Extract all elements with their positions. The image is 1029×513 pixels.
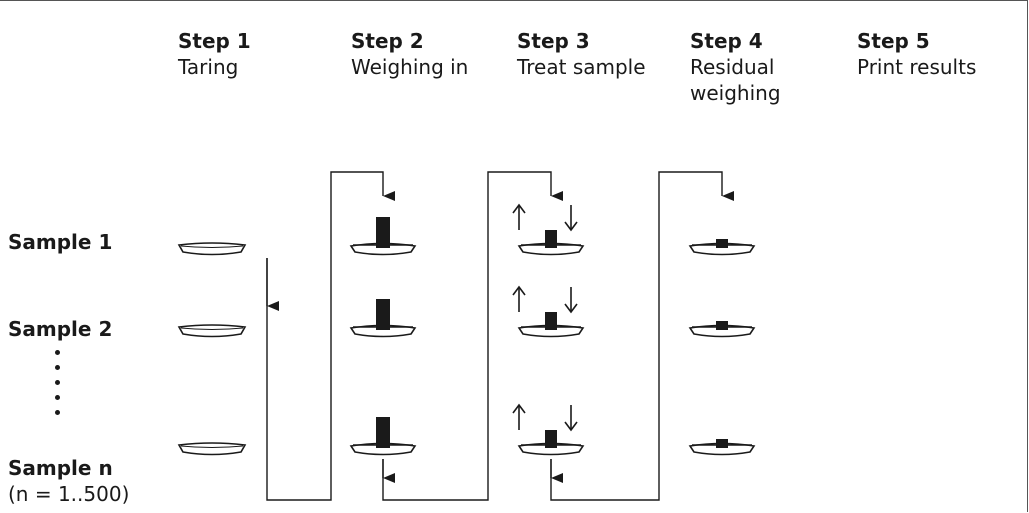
sample-2-label: Sample 2 — [8, 317, 113, 341]
step-2-number: Step 2 — [351, 29, 424, 53]
sample-n-label: Sample n — [8, 456, 113, 480]
step-3-pans — [512, 203, 584, 456]
sample-1-label: Sample 1 — [8, 230, 113, 254]
treat-sample-pan-icon — [512, 285, 584, 338]
step-5-number: Step 5 — [857, 29, 930, 53]
step-3-label: Treat sample — [517, 55, 646, 79]
full-sample-pan-icon — [350, 299, 416, 338]
step-2-header: Step 2 Weighing in — [351, 28, 468, 80]
empty-pan-icon — [178, 242, 246, 256]
treat-sample-pan-icon — [512, 203, 584, 256]
residual-sample-pan-icon — [689, 439, 755, 456]
step-5-label: Print results — [857, 55, 977, 79]
residual-sample-pan-icon — [689, 239, 755, 256]
step-1-number: Step 1 — [178, 29, 251, 53]
step-3-header: Step 3 Treat sample — [517, 28, 646, 80]
full-sample-pan-icon — [350, 217, 416, 256]
step-4-pans — [689, 239, 755, 456]
step-2-label: Weighing in — [351, 55, 469, 79]
empty-pan-icon — [178, 324, 246, 338]
flow-connectors — [266, 171, 734, 501]
step-4-number: Step 4 — [690, 29, 763, 53]
residual-sample-pan-icon — [689, 321, 755, 338]
treat-sample-pan-icon — [512, 403, 584, 456]
step-1-header: Step 1 Taring — [178, 28, 251, 80]
step-4-label: Residual weighing — [690, 55, 781, 105]
ellipsis-dots — [52, 350, 64, 420]
full-sample-pan-icon — [350, 417, 416, 456]
empty-pan-icon — [178, 442, 246, 456]
step-5-header: Step 5 Print results — [857, 28, 976, 80]
sample-range-note: (n = 1..500) — [8, 482, 130, 506]
step-2-pans — [350, 217, 416, 456]
step-4-header: Step 4 Residual weighing — [690, 28, 781, 106]
step-3-number: Step 3 — [517, 29, 590, 53]
step-1-pans — [178, 242, 246, 456]
step-1-label: Taring — [178, 55, 239, 79]
